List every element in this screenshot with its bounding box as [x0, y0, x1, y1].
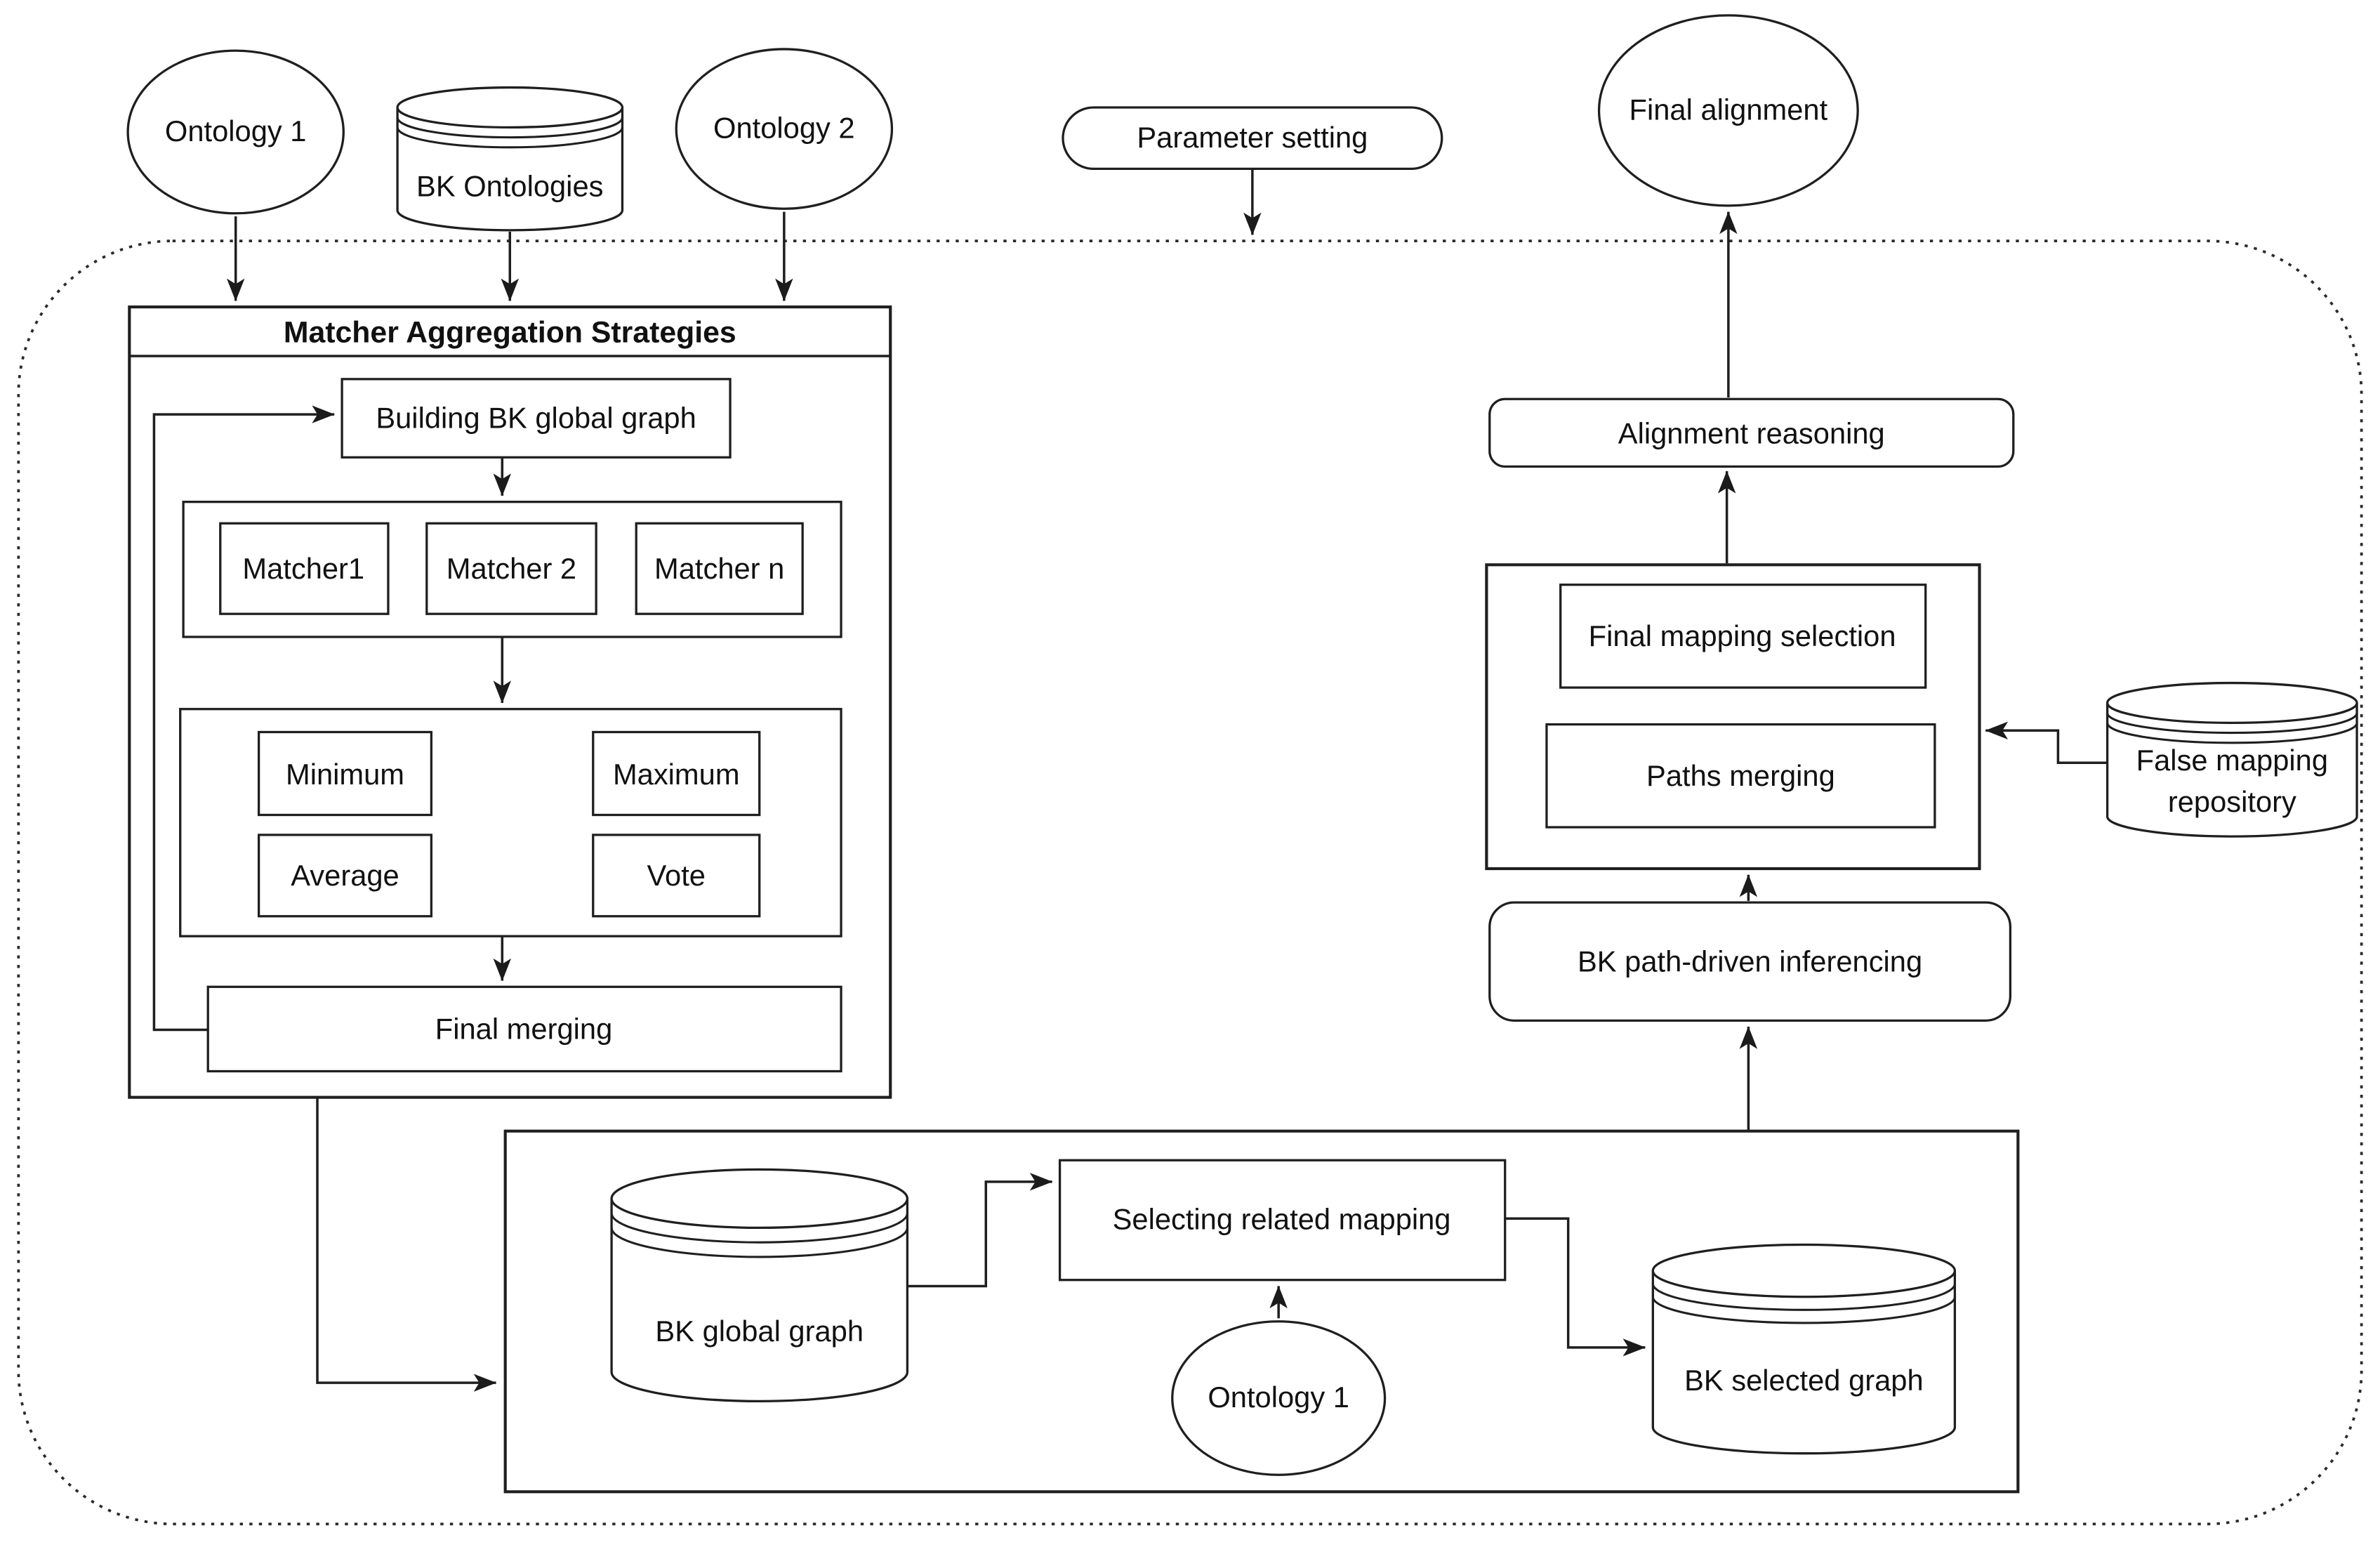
final-mapping-selection-label: Final mapping selection — [1589, 619, 1896, 652]
node-alignment-reasoning: Alignment reasoning — [1488, 397, 2015, 468]
maximum-label: Maximum — [613, 758, 740, 791]
node-maximum: Maximum — [592, 730, 761, 817]
alignment-reasoning-label: Alignment reasoning — [1618, 417, 1885, 450]
node-minimum: Minimum — [257, 730, 433, 817]
matcher-2-label: Matcher 2 — [447, 552, 576, 585]
false-mapping-repository-label-line1: False mapping — [2136, 744, 2328, 777]
average-label: Average — [291, 859, 399, 892]
paths-merging-label: Paths merging — [1646, 759, 1835, 792]
parameter-setting-label: Parameter setting — [1137, 121, 1368, 154]
node-ontology-1-top: Ontology 1 — [126, 49, 345, 215]
ontology-1-top-label: Ontology 1 — [165, 114, 307, 147]
vote-label: Vote — [647, 859, 706, 892]
node-final-mapping-selection: Final mapping selection — [1559, 584, 1927, 689]
matcher-aggregation-title: Matcher Aggregation Strategies — [284, 315, 736, 349]
node-bk-global-graph: BK global graph — [610, 1168, 909, 1402]
ontology-1-bottom-label: Ontology 1 — [1208, 1381, 1349, 1414]
node-bk-ontologies: BK Ontologies — [396, 86, 624, 232]
edge-false-mapping-repo-to-fms-container — [1985, 721, 2108, 764]
node-final-merging: Final merging — [206, 985, 842, 1073]
bk-global-graph-label: BK global graph — [655, 1315, 864, 1348]
group-matcher-aggregation-strategies: Matcher Aggregation Strategies Building … — [128, 305, 892, 1099]
node-bk-selected-graph: BK selected graph — [1651, 1243, 1957, 1455]
node-false-mapping-repository: False mapping repository — [2105, 681, 2358, 838]
final-merging-label: Final merging — [435, 1013, 612, 1046]
node-paths-merging: Paths merging — [1545, 723, 1936, 829]
node-matcher-n: Matcher n — [635, 522, 804, 615]
node-ontology-1-bottom: Ontology 1 — [1171, 1320, 1387, 1476]
edge-bk-global-graph-to-selecting — [907, 1173, 1053, 1288]
node-bk-path-driven-inferencing: BK path-driven inferencing — [1488, 901, 2012, 1022]
node-selecting-related-mapping: Selecting related mapping — [1058, 1159, 1507, 1282]
node-ontology-2-top: Ontology 2 — [675, 48, 894, 210]
node-parameter-setting: Parameter setting — [1062, 106, 1443, 171]
node-vote: Vote — [592, 834, 761, 918]
node-building-bk-global-graph: Building BK global graph — [341, 378, 732, 459]
building-bk-global-graph-label: Building BK global graph — [376, 402, 696, 435]
node-average: Average — [257, 834, 433, 918]
node-matcher-2: Matcher 2 — [425, 522, 597, 615]
bk-path-driven-inferencing-label: BK path-driven inferencing — [1578, 945, 1922, 978]
node-matcher-1: Matcher1 — [219, 522, 390, 615]
false-mapping-repository-label-line2: repository — [2168, 785, 2296, 818]
edge-selecting-to-bk-selected-graph — [1505, 1217, 1646, 1357]
selecting-related-mapping-label: Selecting related mapping — [1113, 1203, 1451, 1236]
edge-matcher-box-to-bottom-box — [316, 1097, 497, 1392]
bk-ontologies-label: BK Ontologies — [416, 170, 603, 203]
minimum-label: Minimum — [286, 758, 404, 791]
bk-selected-graph-label: BK selected graph — [1684, 1364, 1924, 1397]
matcher-1-label: Matcher1 — [242, 552, 364, 585]
node-final-alignment: Final alignment — [1597, 14, 1859, 207]
ontology-2-top-label: Ontology 2 — [713, 112, 855, 145]
edge-final-merging-feedback-to-building — [152, 405, 335, 1032]
matcher-n-label: Matcher n — [654, 552, 784, 585]
final-alignment-label: Final alignment — [1629, 93, 1828, 126]
group-final-mapping: Final mapping selection Paths merging — [1485, 563, 1981, 871]
